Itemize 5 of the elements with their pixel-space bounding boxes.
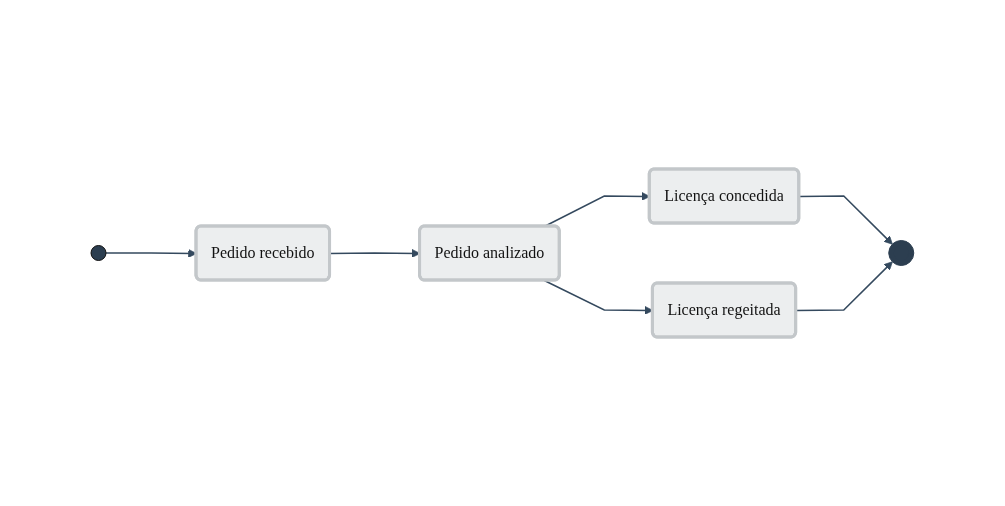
arrow xyxy=(105,249,197,258)
arrow xyxy=(795,261,893,312)
node-bullseye xyxy=(888,240,915,266)
node-circle xyxy=(90,245,107,261)
arrow xyxy=(798,195,893,245)
